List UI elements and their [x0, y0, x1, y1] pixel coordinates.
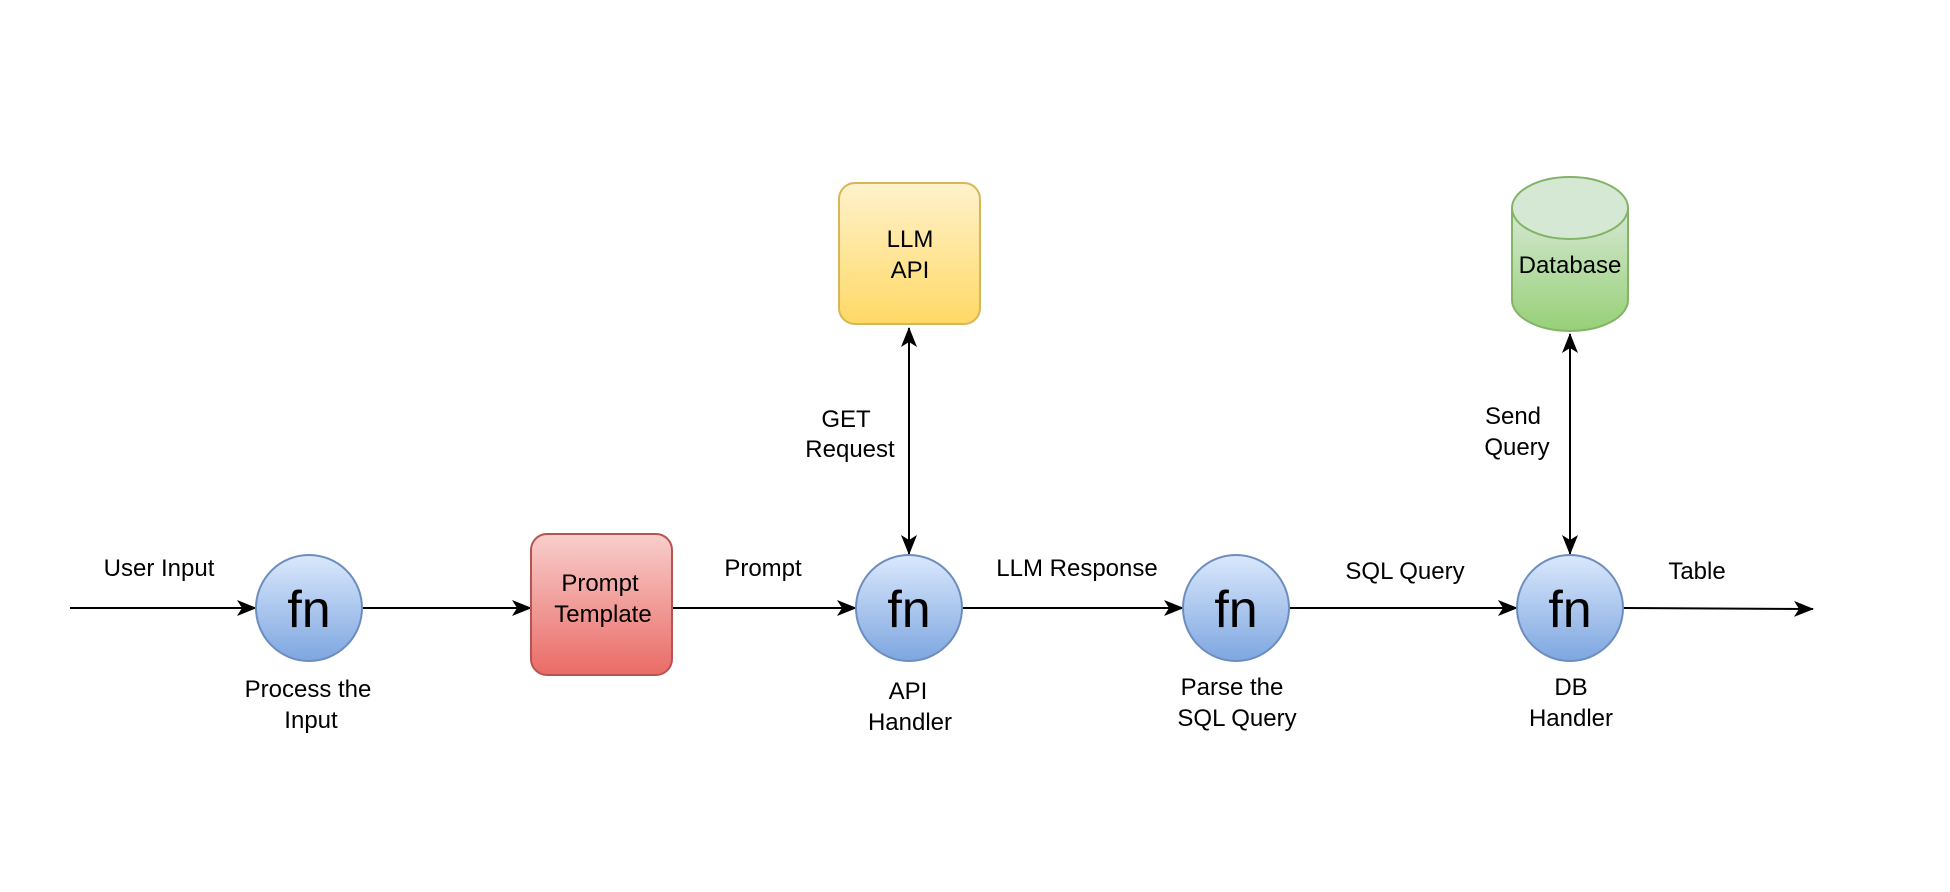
node-caption: Handler [1529, 705, 1613, 732]
function-icon [1516, 554, 1624, 662]
edge-label-send-query: Query [1484, 434, 1549, 461]
database-label: Database [1519, 252, 1622, 279]
edge-label-user-input: User Input [104, 555, 215, 582]
function-icon [855, 554, 963, 662]
edge-label-get-request: GET [821, 406, 871, 433]
node-caption: Parse the [1181, 674, 1284, 701]
node-symbol: fn [287, 581, 330, 639]
node-prompt-template[interactable]: Prompt Template [530, 533, 673, 676]
api-label: LLM [887, 226, 934, 253]
edge-label-table: Table [1668, 558, 1725, 585]
node-caption: Process the [245, 676, 372, 703]
node-llm-api[interactable]: LLM API [838, 182, 981, 325]
function-icon [1182, 554, 1290, 662]
node-api-handler[interactable]: fn [855, 554, 963, 662]
node-parse-sql[interactable]: fn [1182, 554, 1290, 662]
edge-label-prompt: Prompt [724, 555, 802, 582]
node-symbol: fn [1214, 581, 1257, 639]
api-box [838, 182, 981, 325]
node-caption: Input [284, 707, 338, 734]
edge-label-get-request: Request [805, 436, 895, 463]
database-icon [1511, 208, 1629, 332]
template-box [530, 533, 673, 676]
template-label: Prompt [561, 570, 639, 597]
node-caption: SQL Query [1177, 705, 1296, 732]
node-caption: DB [1554, 674, 1587, 701]
edge-label-llm-response: LLM Response [996, 555, 1157, 582]
edge-label-send-query: Send [1485, 403, 1541, 430]
function-icon [255, 554, 363, 662]
node-symbol: fn [887, 581, 930, 639]
node-database[interactable]: Database [1511, 176, 1629, 332]
node-symbol: fn [1548, 581, 1591, 639]
database-icon-top [1511, 176, 1629, 240]
node-caption: Handler [868, 709, 952, 736]
node-process-input[interactable]: fn [255, 554, 363, 662]
api-label: API [891, 257, 930, 284]
edge-label-sql-query: SQL Query [1345, 558, 1464, 585]
node-caption: API [889, 678, 928, 705]
node-db-handler[interactable]: fn [1516, 554, 1624, 662]
template-label: Template [554, 601, 651, 628]
edge-table [1622, 600, 1814, 617]
